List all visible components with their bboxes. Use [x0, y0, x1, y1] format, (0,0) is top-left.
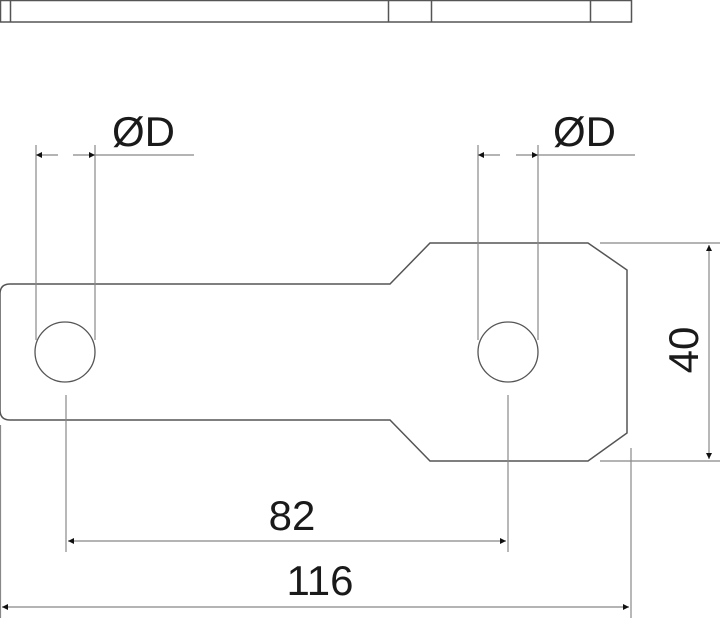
hole-left	[34, 321, 96, 383]
dim-hole-spacing	[65, 395, 509, 552]
label-left-diameter: ØD	[112, 108, 175, 155]
dim-right-diameter	[477, 145, 635, 340]
label-overall-length: 116	[287, 557, 354, 604]
top-view-strip	[0, 0, 633, 23]
dim-height	[600, 242, 720, 462]
part-outline	[0, 242, 628, 462]
dim-overall-length	[0, 425, 632, 618]
hole-right	[477, 321, 539, 383]
label-right-diameter: ØD	[553, 108, 616, 155]
dim-left-diameter	[35, 145, 194, 340]
label-height: 40	[660, 327, 707, 374]
label-hole-spacing: 82	[269, 492, 316, 539]
